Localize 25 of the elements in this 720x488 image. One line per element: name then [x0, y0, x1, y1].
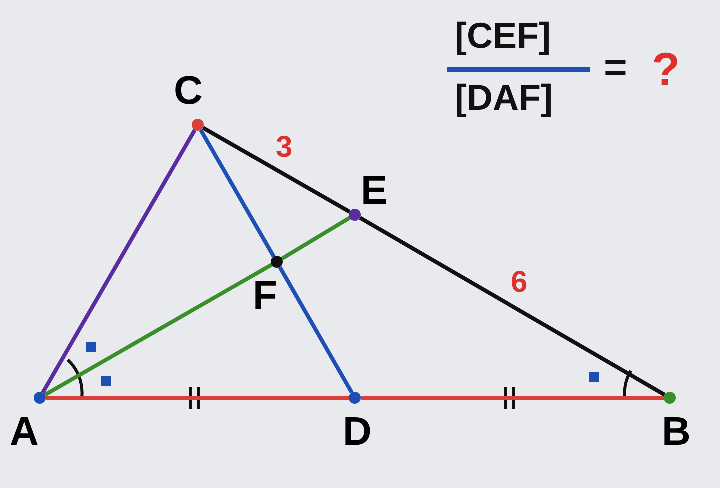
point-label: E [361, 171, 388, 211]
equals-sign: = [604, 48, 628, 88]
line-segment [44, 263, 273, 397]
point-dot [349, 392, 361, 404]
line-segment [359, 216, 666, 397]
point-label: A [10, 412, 39, 452]
point-label: B [662, 412, 691, 452]
point-dot [349, 209, 361, 221]
point-dot [192, 119, 204, 131]
line-segment [281, 216, 351, 261]
line-segment [46, 396, 349, 400]
point-dot [34, 392, 46, 404]
point-label: F [253, 276, 278, 316]
point-dot [664, 392, 676, 404]
line-segment [41, 129, 197, 394]
question-mark: ? [652, 46, 680, 92]
point-dot [271, 256, 283, 268]
denominator: [DAF] [455, 80, 553, 116]
line-segment [278, 266, 354, 394]
line-segment [361, 396, 664, 400]
numerator: [CEF] [455, 18, 551, 54]
line-segment [199, 129, 276, 258]
line-segment [202, 126, 351, 214]
point-label: D [343, 412, 372, 452]
point-label: C [174, 71, 203, 111]
